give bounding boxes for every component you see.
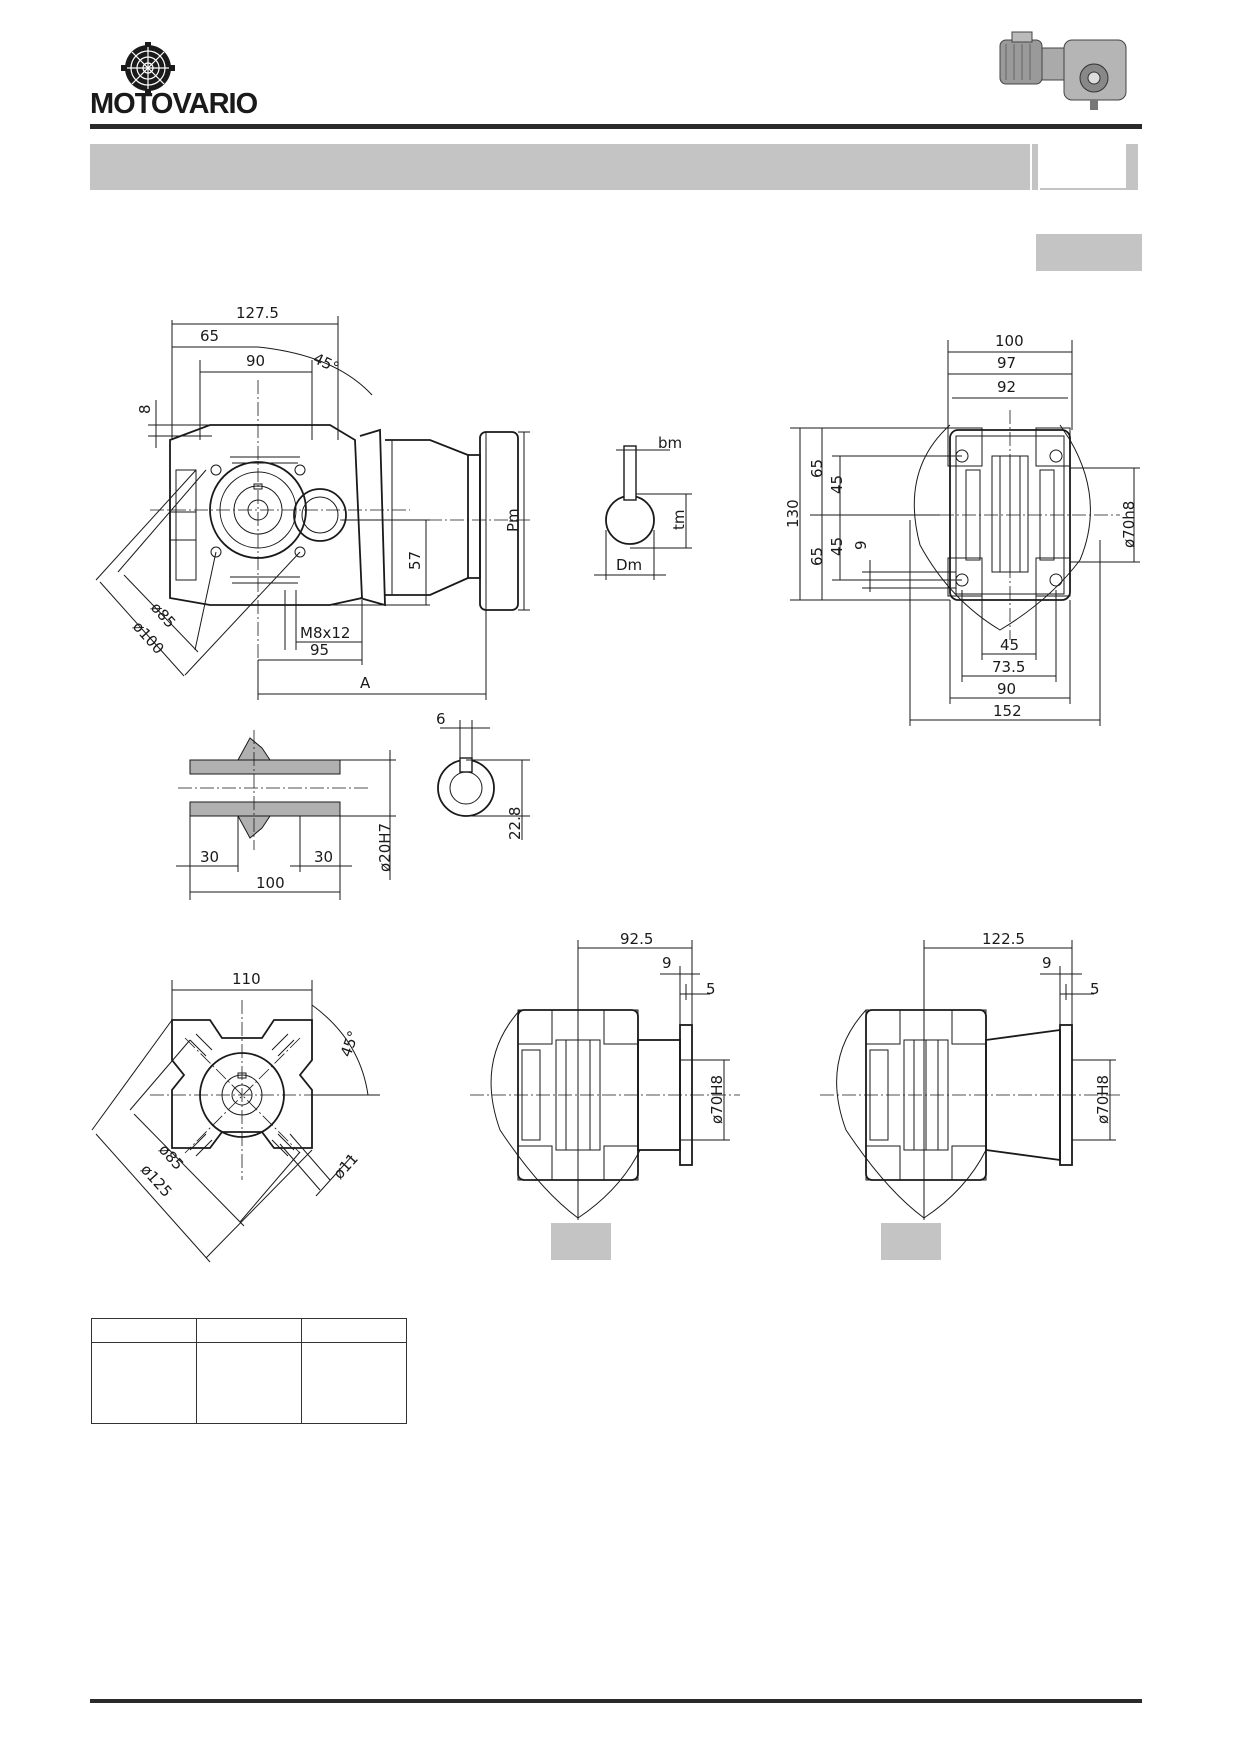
dim-side-9: 9 xyxy=(852,540,870,550)
dim-var-b-122-5: 122.5 xyxy=(982,930,1025,948)
dim-65: 65 xyxy=(200,327,219,345)
gearmotor-product-icon xyxy=(999,31,1127,110)
table-header-cell xyxy=(301,1318,407,1343)
variant-b-tag xyxy=(881,1223,941,1260)
dim-side-92: 92 xyxy=(997,378,1016,396)
dim-bm: bm xyxy=(658,434,682,452)
dim-8: 8 xyxy=(136,404,154,414)
dim-thread: M8x12 xyxy=(300,624,350,642)
dim-tm: tm xyxy=(670,510,688,531)
dim-side-130: 130 xyxy=(784,499,802,528)
dim-side-100: 100 xyxy=(995,332,1024,350)
variant-a-view: ø70H8 92.5 9 5 xyxy=(470,930,740,1220)
title-bar xyxy=(90,144,1030,190)
dim-shaft-100: 100 xyxy=(256,874,285,892)
dim-side-97: 97 xyxy=(997,354,1016,372)
dim-side-45b: 45 xyxy=(828,537,846,556)
dim-flange-angle-45: 45° xyxy=(337,1028,363,1059)
dim-shaft-6: 6 xyxy=(436,710,446,728)
dim-side-65b: 65 xyxy=(808,547,826,566)
title-tab-divider xyxy=(1032,144,1038,190)
dim-flange-110: 110 xyxy=(232,970,261,988)
dim-127-5: 127.5 xyxy=(236,304,279,322)
motovario-gear-logo-icon xyxy=(121,42,175,94)
dim-var-a-5: 5 xyxy=(706,980,716,998)
dim-pm: Pm xyxy=(504,508,522,532)
dim-shaft-30a: 30 xyxy=(200,848,219,866)
dim-shaft-d20h7: ø20H7 xyxy=(376,823,394,872)
dim-var-a-9: 9 xyxy=(662,954,672,972)
spec-table xyxy=(91,1318,407,1424)
variant-b-view: ø70H8 122.5 9 5 xyxy=(820,930,1120,1220)
dim-var-b-d70H8: ø70H8 xyxy=(1094,1075,1112,1124)
title-tab-underline xyxy=(1040,188,1126,190)
dim-side-73-5: 73.5 xyxy=(992,658,1025,676)
front-view: 127.5 65 90 45° 8 ø85 ø100 57 Pm xyxy=(95,304,530,700)
brand-logo-text: MOTOVARIO xyxy=(90,88,258,120)
dim-57: 57 xyxy=(406,551,424,570)
dim-dm: Dm xyxy=(616,556,642,574)
table-cell xyxy=(301,1342,407,1424)
table-header-cell xyxy=(196,1318,302,1343)
shaft-section: 30 30 100 ø20H7 6 22.8 xyxy=(176,710,530,900)
table-cell xyxy=(91,1342,197,1424)
dim-95: 95 xyxy=(310,641,329,659)
dim-shaft-30b: 30 xyxy=(314,848,333,866)
dim-side-45: 45 xyxy=(1000,636,1019,654)
flange-view: 110 45° ø85 ø125 ø11 xyxy=(91,970,380,1263)
dim-angle-45: 45° xyxy=(310,349,342,377)
variant-a-tag xyxy=(551,1223,611,1260)
dim-var-a-d70H8: ø70H8 xyxy=(708,1075,726,1124)
keyway-detail: bm tm Dm xyxy=(594,434,692,580)
dim-a: A xyxy=(360,674,371,692)
table-cell xyxy=(196,1342,302,1424)
header-rule xyxy=(90,124,1142,129)
size-tag xyxy=(1036,234,1142,271)
title-tab-edge xyxy=(1126,144,1138,190)
dim-side-45a: 45 xyxy=(828,475,846,494)
dim-var-a-92-5: 92.5 xyxy=(620,930,653,948)
table-header-cell xyxy=(91,1318,197,1343)
dim-side-152: 152 xyxy=(993,702,1022,720)
side-view: 100 97 92 130 65 65 45 45 9 ø70h8 45 xyxy=(784,332,1140,726)
dim-side-d70h8: ø70h8 xyxy=(1120,501,1138,548)
dim-flange-d11: ø11 xyxy=(330,1150,362,1183)
footer-rule xyxy=(90,1699,1142,1703)
dim-side-90: 90 xyxy=(997,680,1016,698)
dim-flange-d85: ø85 xyxy=(155,1141,187,1174)
dim-shaft-22-8: 22.8 xyxy=(506,807,524,840)
dim-var-b-9: 9 xyxy=(1042,954,1052,972)
dim-var-b-5: 5 xyxy=(1090,980,1100,998)
dim-90: 90 xyxy=(246,352,265,370)
dim-side-65a: 65 xyxy=(808,459,826,478)
